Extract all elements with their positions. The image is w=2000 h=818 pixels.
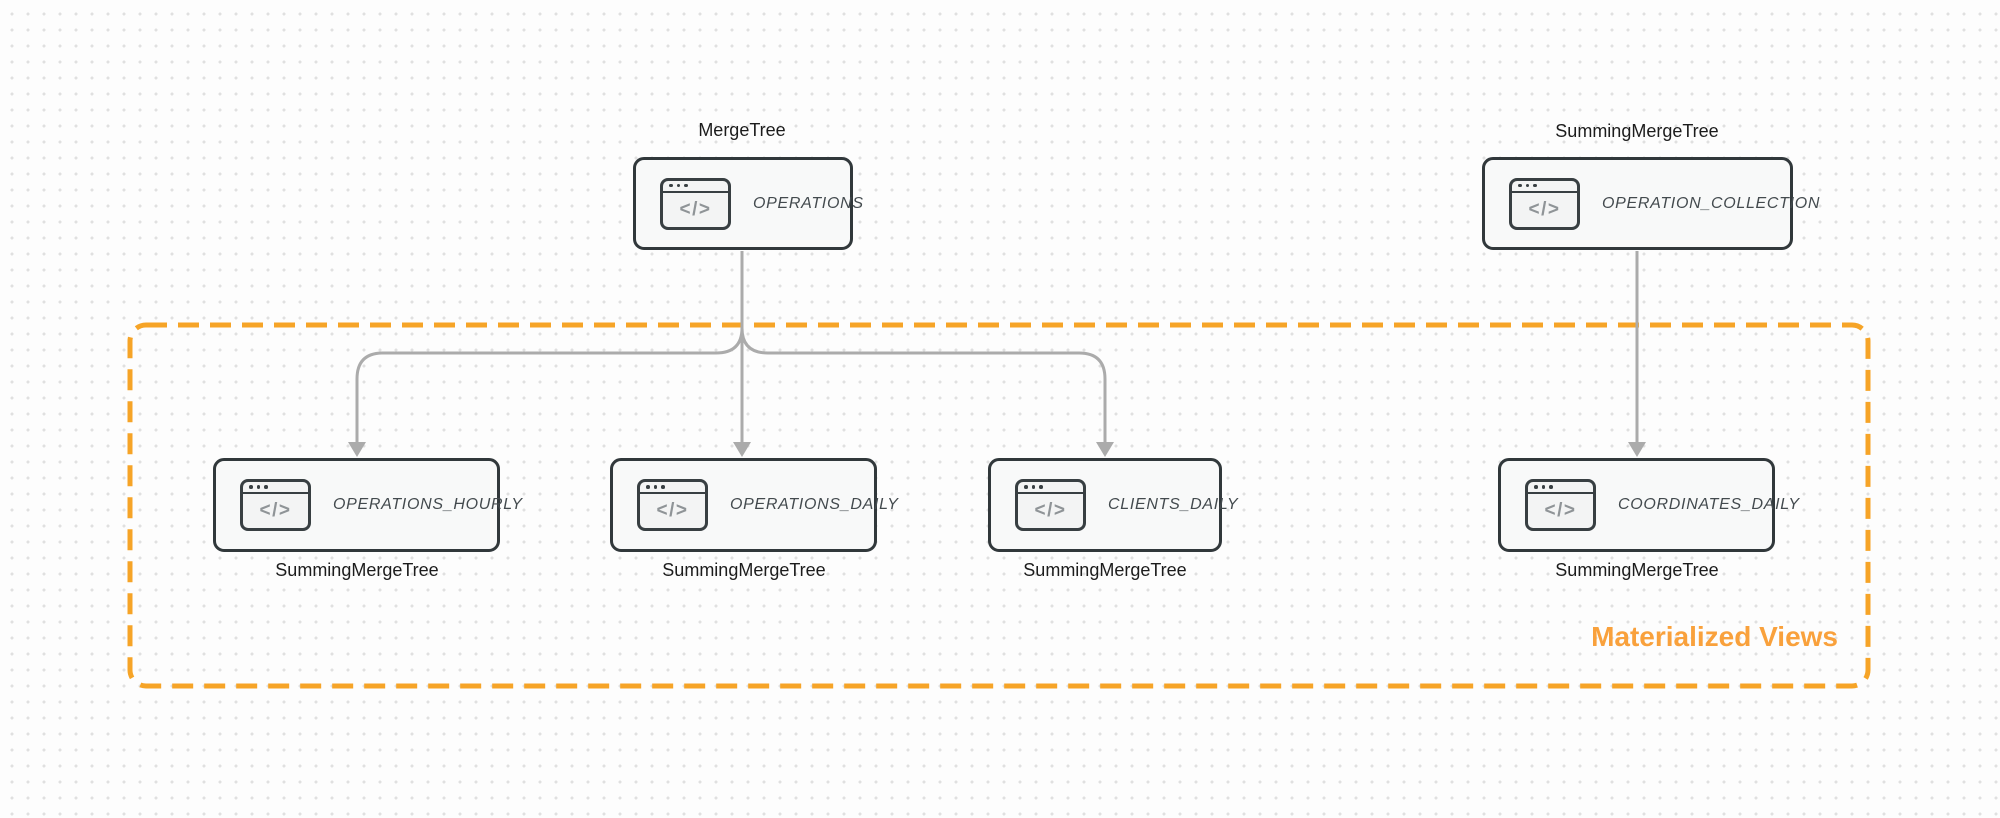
edge-operation-collection-to-coordinates-daily [1628, 251, 1646, 457]
node-coordinates-daily[interactable]: </> COORDINATES_DAILY [1498, 458, 1799, 552]
arrowhead-icon [733, 442, 751, 457]
materialized-views-group-border [127, 322, 1871, 689]
engine-label-summingmergetree: SummingMergeTree [1555, 560, 1719, 580]
node-label: COORDINATES_DAILY [1618, 496, 1800, 513]
engine-label-summingmergetree: SummingMergeTree [662, 560, 826, 580]
edge-operations-to-clients-daily [740, 251, 1114, 457]
node-operations-daily[interactable]: </> OPERATIONS_DAILY [610, 458, 898, 552]
code-glyph: </> [1034, 500, 1067, 521]
code-window-icon: </> [1509, 177, 1580, 230]
node-operation-collection[interactable]: </> OPERATION_COLLECTION [1482, 157, 1819, 250]
code-glyph: </> [259, 500, 292, 521]
code-window-icon: </> [1525, 479, 1596, 531]
node-label: OPERATIONS_DAILY [730, 496, 899, 513]
node-label: CLIENTS_DAILY [1108, 496, 1239, 513]
engine-label-summingmergetree: SummingMergeTree [1555, 121, 1719, 141]
engine-label-mergetree: MergeTree [698, 120, 786, 140]
node-clients-daily[interactable]: </> CLIENTS_DAILY [988, 458, 1238, 552]
code-glyph: </> [1544, 500, 1577, 521]
materialized-views-group-title: Materialized Views [1591, 621, 1838, 652]
engine-label-summingmergetree: SummingMergeTree [1023, 560, 1187, 580]
node-label: OPERATION_COLLECTION [1602, 194, 1821, 212]
code-glyph: </> [1528, 198, 1561, 220]
code-window-icon: </> [240, 479, 311, 531]
edge-operations-to-operations-hourly [348, 251, 744, 457]
arrowhead-icon [1628, 442, 1646, 457]
code-glyph: </> [679, 198, 712, 220]
node-operations-hourly[interactable]: </> OPERATIONS_HOURLY [213, 458, 522, 552]
code-window-icon: </> [637, 479, 708, 531]
code-window-icon: </> [660, 177, 731, 230]
code-glyph: </> [656, 500, 689, 521]
arrowhead-icon [348, 442, 366, 457]
code-window-icon: </> [1015, 479, 1086, 531]
node-operations[interactable]: </> OPERATIONS [633, 157, 863, 250]
node-label: OPERATIONS_HOURLY [333, 496, 523, 513]
engine-label-summingmergetree: SummingMergeTree [275, 560, 439, 580]
arrowhead-icon [1096, 442, 1114, 457]
node-label: OPERATIONS [753, 194, 864, 212]
